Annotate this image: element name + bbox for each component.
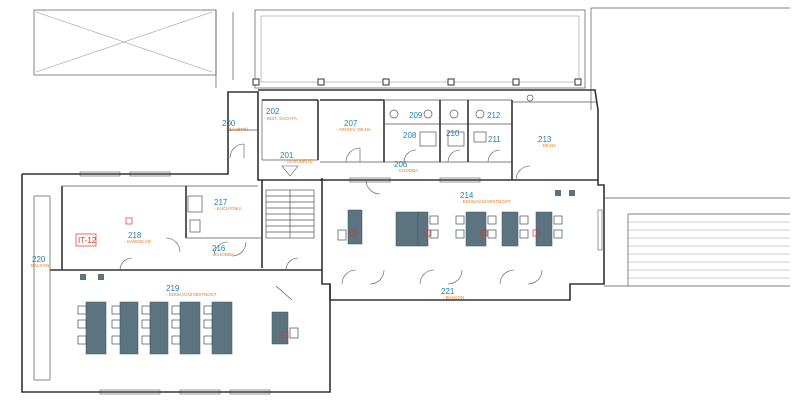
room-221-number: 221 [441, 287, 455, 296]
room-216-name: - CHODBA [212, 252, 234, 257]
room-201-number: 201 [280, 151, 294, 160]
room-201-name: - SCHODIŠTĚ [284, 157, 313, 164]
room-219-name: - EDUKAČNÍ MÍSTNOST [166, 291, 217, 297]
room-207-name: - ARCHIV, DÍLNA [336, 126, 371, 132]
room-220-number: 220 [32, 255, 46, 264]
internal-stair [265, 165, 315, 239]
room-221-name: - BALKON [443, 295, 464, 300]
room-219-number: 219 [166, 284, 180, 293]
room-207-number: 207 [344, 119, 358, 128]
room-211-number: 211 [488, 135, 501, 144]
network-markers [75, 217, 540, 339]
room-208-number: 208 [403, 131, 417, 140]
room-218-name: - KANCELÁŘ [124, 237, 152, 244]
it-tag-frame [75, 233, 97, 247]
exterior-stair [628, 221, 790, 279]
furniture-214 [337, 190, 575, 247]
room-209-number: 209 [409, 111, 423, 120]
outer-outlines [33, 7, 790, 287]
doors [119, 143, 543, 285]
room-200-name: - ZÁVĚTŘÍ [226, 125, 249, 132]
walls [21, 89, 605, 393]
windows [79, 171, 603, 395]
room-212-number: 212 [487, 111, 501, 120]
room-213-number: 213 [538, 135, 552, 144]
room-206-name: - CHODBA [396, 168, 418, 173]
room-218-number: 218 [128, 231, 142, 240]
room-213-name: - DÍLNA [540, 142, 556, 148]
furniture-219 [77, 274, 299, 355]
room-202-number: 202 [266, 107, 280, 116]
room-202-name: - INST. ŠACHTA [264, 115, 297, 121]
room-216-number: 216 [212, 244, 226, 253]
room-200-number: 200 [222, 119, 236, 128]
room-217-name: - KUCHYŇKA [214, 205, 242, 211]
it-tag-label: IT-12 [78, 236, 97, 245]
room-210-number: 210 [446, 129, 460, 138]
room-214-number: 214 [460, 191, 474, 200]
sanitary-fixtures [187, 94, 534, 233]
room-labels: 200 - ZÁVĚTŘÍ 201 - SCHODIŠTĚ 202 - INST… [31, 107, 556, 300]
room-206-number: 206 [394, 160, 408, 169]
room-220-name: BALKON [31, 263, 49, 268]
room-217-number: 217 [214, 198, 228, 207]
room-214-name: - EDUKAČNÍ MÍSTNOST [460, 198, 511, 204]
roof-vents [252, 78, 582, 86]
